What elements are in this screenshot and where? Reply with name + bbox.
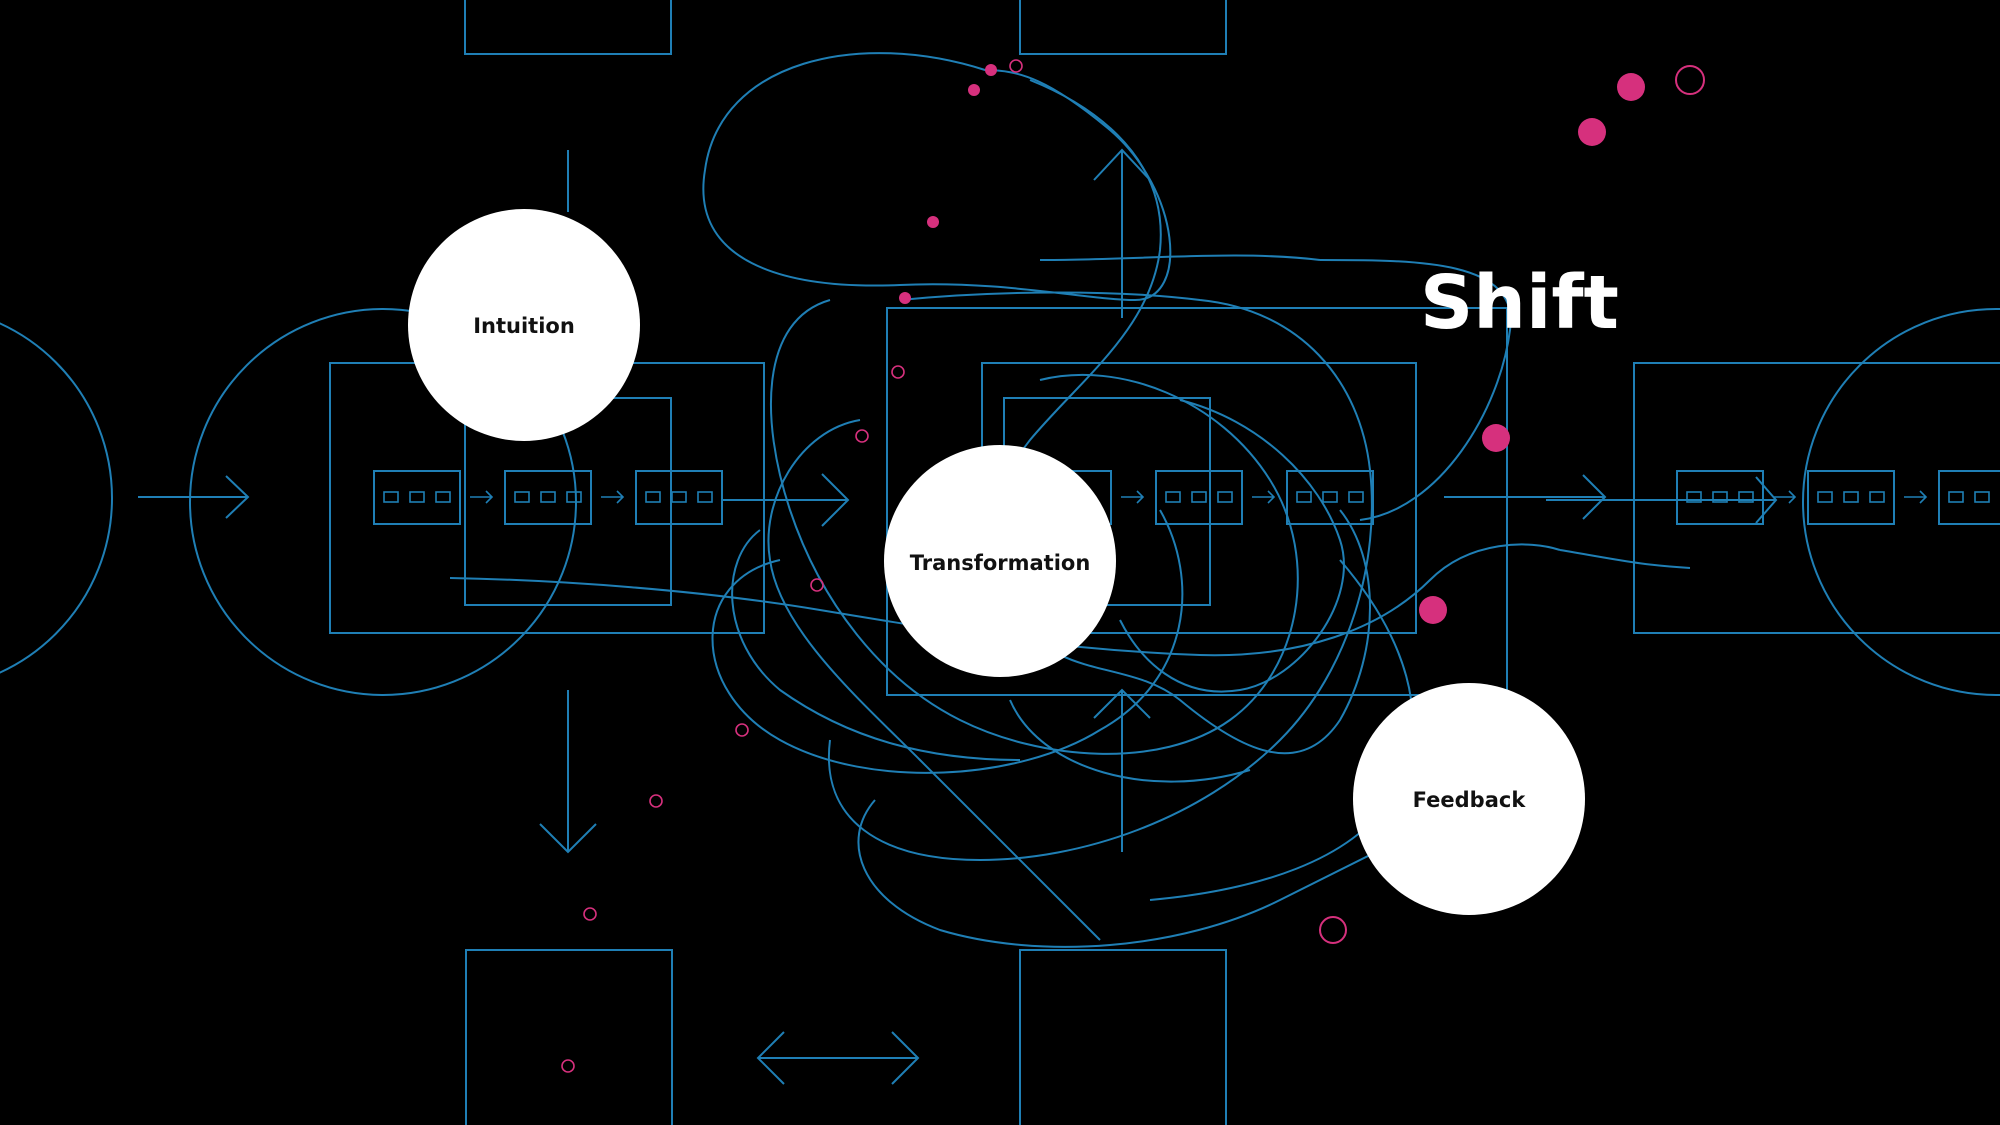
top-left-box: [464, 0, 672, 55]
center-outer-box: [886, 307, 1508, 696]
mini-modules-right: [1676, 470, 2000, 525]
arrow-down-left: [539, 690, 597, 854]
node-label-feedback: Feedback: [1413, 788, 1527, 812]
node-label-intuition: Intuition: [473, 314, 575, 338]
node-label-transformation: Transformation: [910, 551, 1091, 575]
arrow-right-out-2: [1546, 476, 1778, 524]
mini-squares: [383, 491, 1990, 503]
arrow-up-top: [1093, 148, 1151, 318]
small-arrows: [470, 490, 1928, 504]
arrow-left-in: [138, 475, 250, 519]
bottom-center-box: [1019, 949, 1227, 1125]
arrow-up-bottom: [1093, 688, 1151, 852]
node-transformation: Transformation: [884, 445, 1116, 677]
node-intuition: Intuition: [408, 209, 640, 441]
bottom-left-box: [465, 949, 673, 1125]
diagram-title: Shift: [1420, 260, 1619, 346]
accent-dots: [561, 59, 1705, 1073]
top-center-box: [1019, 0, 1227, 55]
arrow-double: [756, 1031, 920, 1085]
far-left-circle: [0, 322, 113, 674]
arrow-center-in: [722, 473, 850, 527]
right-outer-box: [1633, 362, 2000, 634]
node-feedback: Feedback: [1353, 683, 1585, 915]
far-right-circle: [1802, 308, 2000, 696]
mini-modules-left: [373, 470, 723, 525]
arrow-right-out: [1444, 474, 1607, 520]
